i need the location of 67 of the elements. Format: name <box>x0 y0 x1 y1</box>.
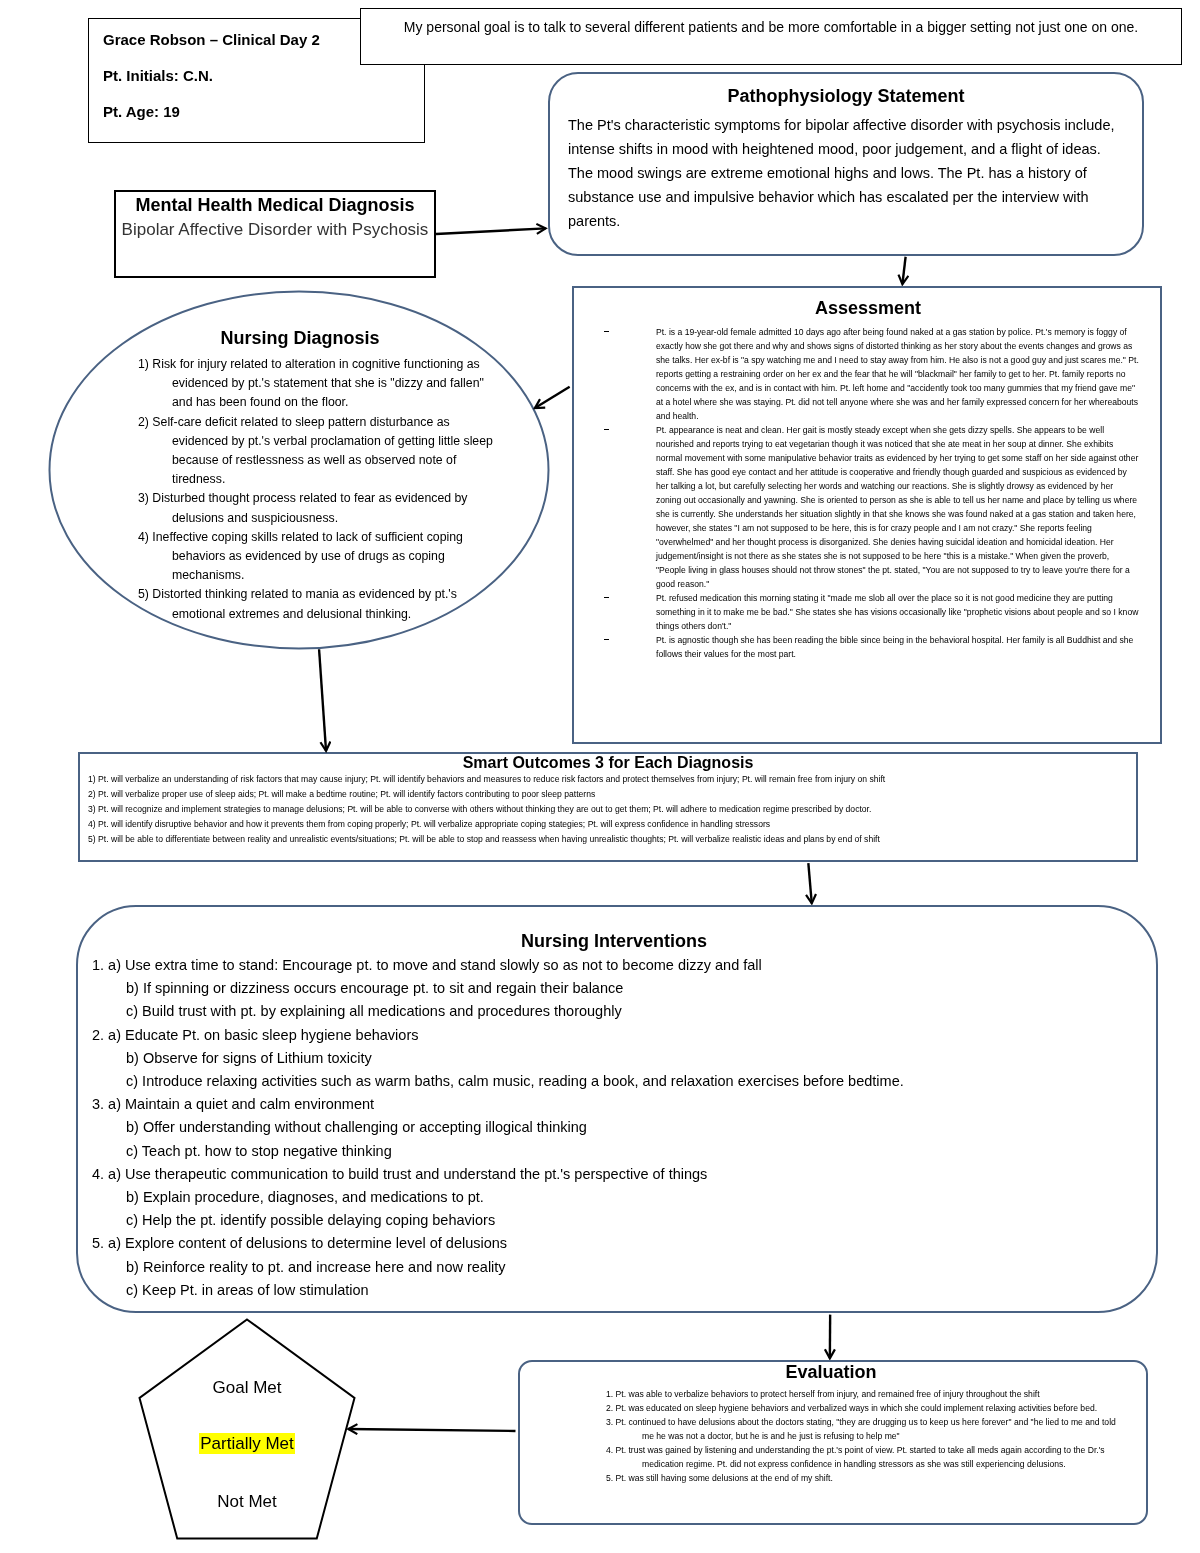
arrow <box>533 385 571 410</box>
diagnosis-text: Bipolar Affective Disorder with Psychosis <box>120 219 430 241</box>
pathophysiology-box <box>548 72 1144 256</box>
intervention-line: c) Teach pt. how to stop negative thinking <box>125 1141 393 1161</box>
box-heading: Evaluation <box>784 1362 878 1383</box>
arrow <box>897 256 910 286</box>
intervention-line: 5. a) Explore content of delusions to determine level of delusions <box>92 1234 509 1254</box>
intervention-line: c) Keep Pt. in areas of low stimulation <box>125 1280 370 1300</box>
smart-outcomes-box <box>78 752 1138 862</box>
intervention-line: c) Introduce relaxing activities such as warm baths, calm music, reading a book, and relaxation exercises before bedtime. <box>125 1072 905 1091</box>
interventions-box <box>76 905 1158 1313</box>
list-item: 1) Risk for injury related to alteration in cognitive functioning as evidenced by pt.'s statement that she is "dizzy and fallen" and has been found on the floor. <box>138 356 485 412</box>
arrow <box>435 222 547 236</box>
intervention-line: c) Build trust with pt. by explaining all medications and procedures thoroughly <box>125 1002 623 1022</box>
intervention-line: b) Reinforce reality to pt. and increase here and now reality <box>125 1257 507 1277</box>
outcome-line: 2) Pt. will verbalize proper use of sleep aids; Pt. will make a bedtime routine; Pt. will identify factors contributing to poor sleep patterns <box>88 788 597 801</box>
nursing-diagnosis-ellipse <box>48 290 550 650</box>
intervention-line: b) Offer understanding without challenging or accepting illogical thinking <box>125 1118 588 1138</box>
bullet-paragraph: Pt. is a 19-year-old female admitted 10 days ago after being found naked at a gas station by police. Pt.'s memory is foggy of exactly how she got there and why and shows signs of distorted thinking as her story about the events changes and grows as she talks. Her ex-bf is "a spy watching me and I need to stay away from him. He also is not a good guy and just scares me." Pt. reports getting a restraining order on her ex and the fear that he will "blackmail" her family to get to her. Pt. family reports no concerns with the ex, and is in contact with him. Pt. left home and "accidently took too many gummies that my friend gave me" at a hotel where she was staying. Pt. did not tell anyone where she was and her family expressed concern for her whereabouts and health. <box>656 325 1140 423</box>
box-heading: Pathophysiology Statement <box>726 86 966 107</box>
status-label: Not Met <box>216 1492 278 1512</box>
intervention-line: 1. a) Use extra time to stand: Encourage pt. to move and stand slowly so as not to become dizzy and fall <box>92 956 763 975</box>
goal-statement: My personal goal is to talk to several different patients and be more comfortable in a bigger setting not just one on one. <box>402 19 1140 35</box>
goal-box <box>360 8 1182 65</box>
box-heading: Nursing Diagnosis <box>219 328 381 349</box>
info-line: Pt. Age: 19 <box>103 103 181 120</box>
patient-info-box <box>88 18 425 143</box>
intervention-line: b) Observe for signs of Lithium toxicity <box>125 1048 373 1068</box>
intervention-line: 4. a) Use therapeutic communication to build trust and understand the pt.'s perspective of things <box>92 1164 709 1184</box>
intervention-line: 2. a) Educate Pt. on basic sleep hygiene behaviors <box>92 1025 420 1045</box>
list-item: 4. Pt. trust was gained by listening and understanding the pt.'s point of view. Pt. started to take all meds again according to the Dr.'s medication regime. Pt. did not express confidence in handling stressors as she was still experiencing delusions. <box>606 1444 1106 1471</box>
box-heading: Smart Outcomes 3 for Each Diagnosis <box>461 754 755 772</box>
box-heading: Mental Health Medical Diagnosis <box>134 195 416 216</box>
info-line: Grace Robson – Clinical Day 2 <box>103 31 321 48</box>
list-item: 3. Pt. continued to have delusions about the doctors stating, "they are drugging us to keep us here forever" and "he lied to me and told me he was not a doctor, but he is and he just is refusing to help me" <box>606 1416 1116 1443</box>
arrow <box>823 1314 836 1360</box>
intervention-line: b) If spinning or dizziness occurs encourage pt. to sit and regain their balance <box>125 979 625 999</box>
highlighted-status: Partially Met <box>199 1433 295 1454</box>
list-item: 2. Pt. was educated on sleep hygiene behaviors and verbalized ways in which she could implement relaxing activities before bed. <box>606 1402 1099 1415</box>
info-line: Pt. Initials: C.N. <box>103 67 214 84</box>
assessment-box <box>572 286 1162 744</box>
box-heading: Nursing Interventions <box>520 931 708 952</box>
outcome-line: 3) Pt. will recognize and implement strategies to manage delusions; Pt. will be able to converse with others without thinking they are out to get them; Pt. will adhere to medication regime prescribed by doctor. <box>88 803 873 816</box>
intervention-line: 3. a) Maintain a quiet and calm environment <box>92 1095 376 1115</box>
evaluation-status-pentagon <box>138 1318 356 1540</box>
evaluation-box <box>518 1360 1148 1525</box>
outcome-line: 1) Pt. will verbalize an understanding of risk factors that may cause injury; Pt. will identify behaviors and measures to reduce risk factors and protect themselves from injury; Pt. will remain free from injury on shift <box>88 773 887 786</box>
outcome-line: 4) Pt. will identify disruptive behavior and how it prevents them from coping properly; Pt. will verbalize appropriate coping stategies; Pt. will express confidence in handling stressors <box>88 818 772 831</box>
arrow <box>317 649 332 752</box>
bullet-paragraph: Pt. refused medication this morning stating it "made me slob all over the place so it is not good medicine they are putting something in it to make me be bad." She states she has visions occasionally like "prophetic visions about people and so I know things others don't." <box>656 591 1140 633</box>
list-item: 1. Pt. was able to verbalize behaviors to protect herself from injury, and remained free of injury throughout the shift <box>606 1388 1041 1401</box>
paragraph: The Pt's characteristic symptoms for bipolar affective disorder with psychosis include, intense shifts in mood with heightened mood, poor judgement, and a flight of ideas. The mood swings are extreme emotional highs and lows. The Pt. has a history of substance use and impulsive behavior which has escalated per the interview with parents. <box>568 116 1116 231</box>
list-item: 3) Disturbed thought process related to fear as evidenced by delusions and suspiciousness. <box>138 490 469 527</box>
medical-diagnosis-box <box>114 190 436 278</box>
list-item: 2) Self-care deficit related to sleep pattern disturbance as evidenced by pt.'s verbal proclamation of getting little sleep because of restlessness as well as observed note of tiredness. <box>138 413 494 489</box>
list-item: 5) Distorted thinking related to mania as evidenced by pt.'s emotional extremes and delusional thinking. <box>138 586 458 623</box>
intervention-line: c) Help the pt. identify possible delaying coping behaviors <box>125 1211 497 1231</box>
bullet-paragraph: Pt. is agnostic though she has been reading the bible since being in the behavioral hospital. Her family is all Buddhist and she follows their values for the most part. <box>656 633 1140 661</box>
list-item: 4) Ineffective coping skills related to lack of sufficient coping behaviors as evidenced by use of drugs as coping mechanisms. <box>138 528 464 585</box>
arrow <box>347 1423 516 1436</box>
list-item: 5. Pt. was still having some delusions at the end of my shift. <box>606 1472 834 1485</box>
arrow <box>804 863 818 905</box>
box-heading: Assessment <box>813 298 923 319</box>
outcome-line: 5) Pt. will be able to differentiate between reality and unrealistic events/situations; Pt. will be able to stop and reassess when having unrealistic thoughts; Pt. will verbalize realistic ideas and plans by end of shift <box>88 833 881 846</box>
intervention-line: b) Explain procedure, diagnoses, and medications to pt. <box>125 1188 485 1208</box>
bullet-paragraph: Pt. appearance is neat and clean. Her gait is mostly steady except when she gets dizzy spells. She appears to be well nourished and reports trying to eat vegetarian though it was noticed that she ate meat in her soup at dinner. She exhibits normal movement with some manipulative behavior traits as evidenced by her trying to get some staff on her side against other staff. She has good eye contact and her attitude is cooperative and friendly though guarded and suspicious as evidenced by her talking a lot, but carefully selecting her words and watching our reactions. She is slightly drowsy as evidenced by her zoning out occasionally and yawning. She is oriented to person as she is able to tell us her name and place by telling us where she is currently. She understands her situation slightly in that she knows she was found naked at a gas station and taken here, however, she states "I am not supposed to be here, this is for crazy people and I am not crazy." She reports feeling "overwhelmed" and her thought process is disorganized. She denies having suicidal ideation and homicidal ideation. Her judgement/insight is not there as she states she is not supposed to be here "this is a mistake." When given the proverb, "People living in glass houses should not throw stones" the pt. stated, "You are not supposed to try to leave you're there for a good reason." <box>656 423 1140 591</box>
status-label: Goal Met <box>211 1378 283 1398</box>
